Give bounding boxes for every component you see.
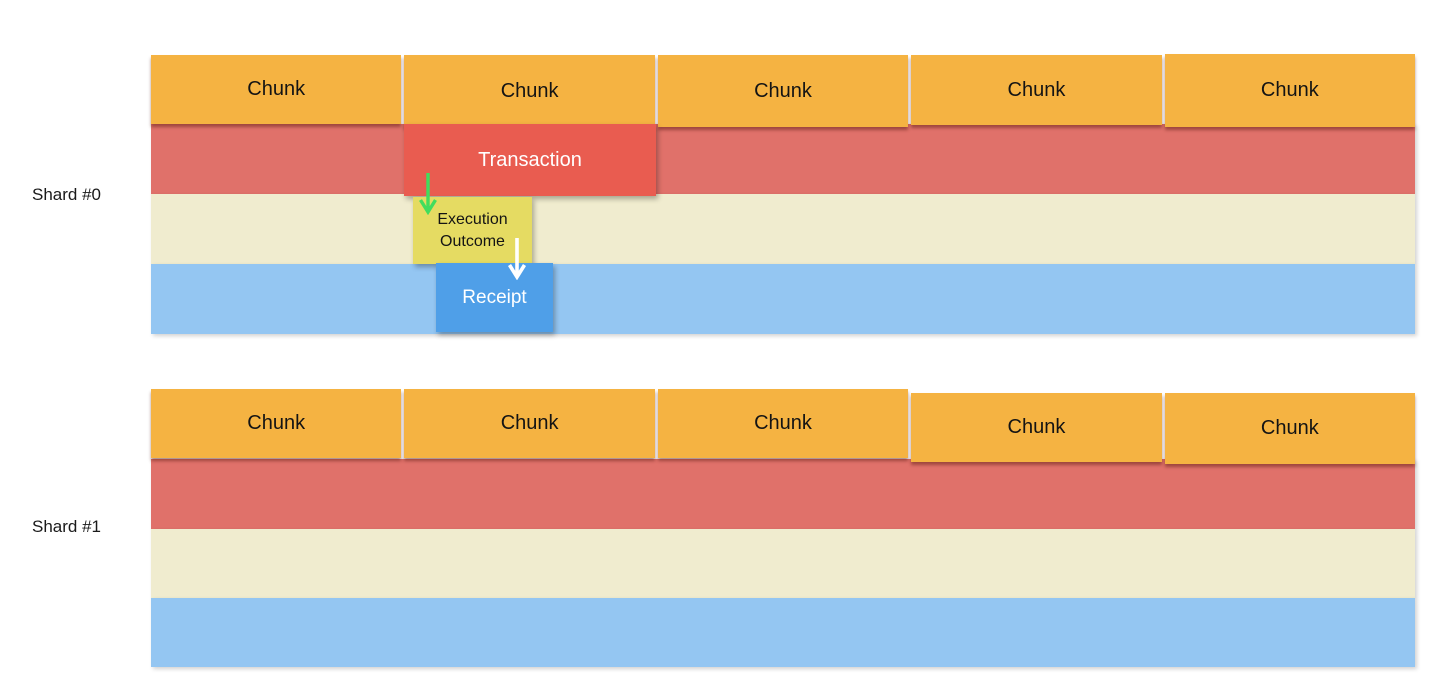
shard-1-label: Shard #1 <box>32 517 101 536</box>
chunk-label: Chunk <box>247 78 306 100</box>
shard-0-transaction-band <box>151 124 1415 194</box>
shard-0-label: Shard #0 <box>32 185 101 204</box>
chunk-label: Chunk <box>754 79 812 102</box>
execution-outcome-box: Execution Outcome <box>413 197 532 264</box>
shard-1-receipt-band <box>151 598 1415 667</box>
execution-outcome-label: Execution Outcome <box>437 210 508 250</box>
chunk-label: Chunk <box>1007 416 1066 438</box>
chunk-box: Chunk <box>1164 393 1416 464</box>
transaction-box: Transaction <box>404 124 656 196</box>
chunk-box: Chunk <box>657 55 909 127</box>
chunk-box: Chunk <box>911 55 1162 125</box>
shard-1-transaction-band <box>151 459 1415 529</box>
shard-0-chunk-row: Chunk Chunk Chunk Chunk Chunk <box>151 54 1416 127</box>
shard-0-outcome-band <box>151 194 1415 264</box>
chunk-box: Chunk <box>151 389 402 458</box>
chunk-box: Chunk <box>911 393 1162 462</box>
chunk-box: Chunk <box>404 389 655 458</box>
chunk-label: Chunk <box>500 412 559 434</box>
chunk-box: Chunk <box>1164 54 1416 127</box>
shard-1-chunk-row: Chunk Chunk Chunk Chunk Chunk <box>151 389 1416 464</box>
chunk-box: Chunk <box>151 55 402 124</box>
receipt-label: Receipt <box>462 286 527 308</box>
receipt-box: Receipt <box>436 263 553 332</box>
white-down-arrow-icon <box>507 238 527 280</box>
shard-1-outcome-band <box>151 529 1415 598</box>
transaction-label: Transaction <box>478 148 582 171</box>
chunk-box: Chunk <box>657 389 909 458</box>
chunk-label: Chunk <box>500 79 559 102</box>
chunk-label: Chunk <box>1260 417 1319 439</box>
chunk-box: Chunk <box>404 55 655 127</box>
chunk-label: Chunk <box>754 412 812 434</box>
chunk-label: Chunk <box>1007 78 1066 101</box>
green-down-arrow-icon <box>419 173 437 215</box>
shard-0-receipt-band <box>151 264 1415 334</box>
chunk-label: Chunk <box>247 412 306 434</box>
chunk-label: Chunk <box>1260 79 1319 101</box>
